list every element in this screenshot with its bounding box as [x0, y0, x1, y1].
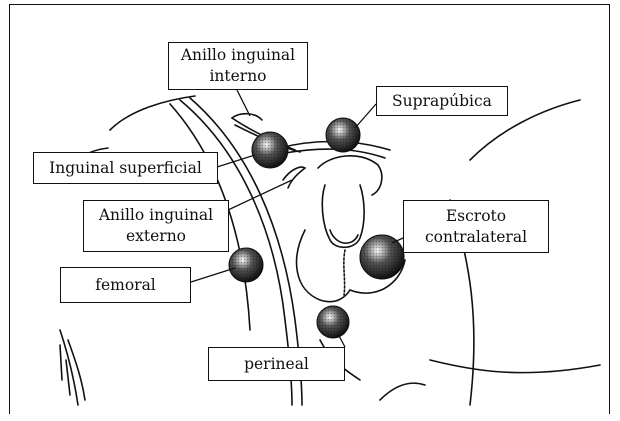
label-perineal: perineal	[208, 347, 345, 381]
label-line: Inguinal superficial	[49, 158, 202, 179]
leader-anillo-externo	[228, 180, 292, 210]
label-line: Anillo inguinal	[99, 205, 213, 226]
label-line: Escroto	[446, 206, 506, 227]
leader-anillo-interno	[237, 90, 250, 116]
label-inguinal-superficial: Inguinal superficial	[33, 152, 218, 184]
right-bottom-contour	[380, 383, 425, 400]
glans	[330, 230, 358, 243]
right-lower-contour	[430, 360, 600, 373]
scrotum-left	[297, 230, 350, 302]
label-femoral: femoral	[60, 267, 191, 303]
label-escroto-contralateral: Escroto contralateral	[403, 200, 549, 253]
label-line: perineal	[244, 354, 309, 375]
leader-suprapubica	[355, 104, 376, 128]
pubic-area	[318, 156, 382, 195]
label-line: externo	[126, 226, 186, 247]
leg-lines-left	[60, 345, 70, 395]
scrotal-raphe	[344, 250, 345, 295]
label-line: Suprapúbica	[392, 91, 492, 112]
penis-outline	[322, 185, 364, 247]
label-anillo-inguinal-interno: Anillo inguinal interno	[168, 42, 308, 90]
leader-femoral	[191, 268, 235, 282]
label-line: interno	[209, 66, 266, 87]
label-line: femoral	[95, 275, 156, 296]
label-line: Anillo inguinal	[181, 45, 295, 66]
external-ring-shape	[283, 167, 305, 188]
label-suprapubica: Suprapúbica	[376, 86, 508, 116]
label-line: contralateral	[425, 227, 527, 248]
hernia-bulges	[229, 118, 404, 338]
internal-ring-shape	[232, 114, 262, 120]
label-anillo-inguinal-externo: Anillo inguinal externo	[83, 200, 229, 252]
